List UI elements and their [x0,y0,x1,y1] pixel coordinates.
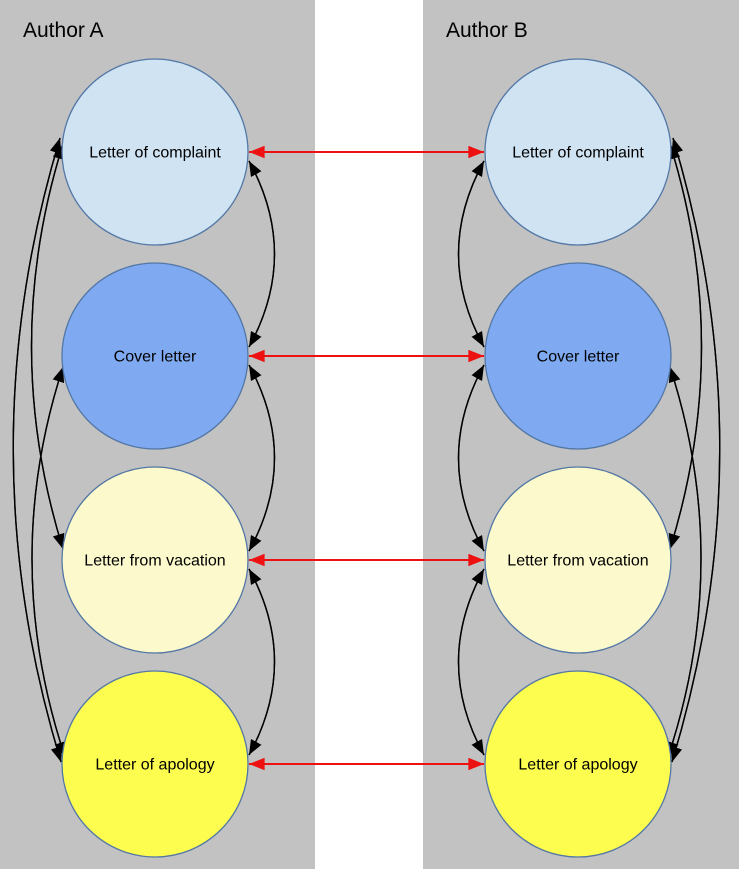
node-b-letter-of-complaint-label: Letter of complaint [512,145,644,162]
arc-a-complaint-apology-reverse [12,137,62,763]
arc-a-vacation-apology-reverse [248,568,276,756]
node-a-cover-letter [61,262,249,450]
nodes-author-a: Letter of complaint Cover letter Letter … [61,58,249,858]
intra-links-author-b [457,137,721,763]
node-b-letter-of-apology [484,670,672,858]
node-b-letter-from-vacation [484,466,672,654]
cross-author-links [249,145,484,771]
node-b-letter-from-vacation-label: Letter from vacation [507,553,648,570]
node-a-letter-of-apology-label: Letter of apology [95,757,214,774]
node-b-cover-letter-label: Cover letter [537,349,620,366]
arc-a-cover-apology-reverse [31,366,66,758]
node-a-letter-of-complaint [61,58,249,246]
arc-a-complaint-vacation-reverse [30,143,65,550]
arc-a-complaint-cover-reverse [248,160,276,348]
node-b-letter-of-apology-label: Letter of apology [518,757,637,774]
intra-links-author-a [12,137,276,763]
arc-b-complaint-cover-reverse [457,160,485,348]
arc-b-cover-apology-reverse [667,366,702,758]
node-b-letter-of-complaint [484,58,672,246]
arc-a-cover-vacation-reverse [248,364,276,552]
arc-b-cover-vacation-reverse [457,364,485,552]
node-a-letter-from-vacation-label: Letter from vacation [84,553,225,570]
panel-title-author-b: Author B [446,19,528,42]
node-b-cover-letter [484,262,672,450]
node-a-letter-of-apology [61,670,249,858]
node-a-letter-of-complaint-label: Letter of complaint [89,145,221,162]
node-a-cover-letter-label: Cover letter [114,349,197,366]
arc-b-vacation-apology-reverse [457,568,485,756]
node-a-letter-from-vacation [61,466,249,654]
panel-title-author-a: Author A [23,19,104,42]
arc-b-complaint-apology-reverse [671,137,721,763]
arc-b-complaint-vacation-reverse [668,143,703,550]
nodes-author-b: Letter of complaint Cover letter Letter … [484,58,672,858]
